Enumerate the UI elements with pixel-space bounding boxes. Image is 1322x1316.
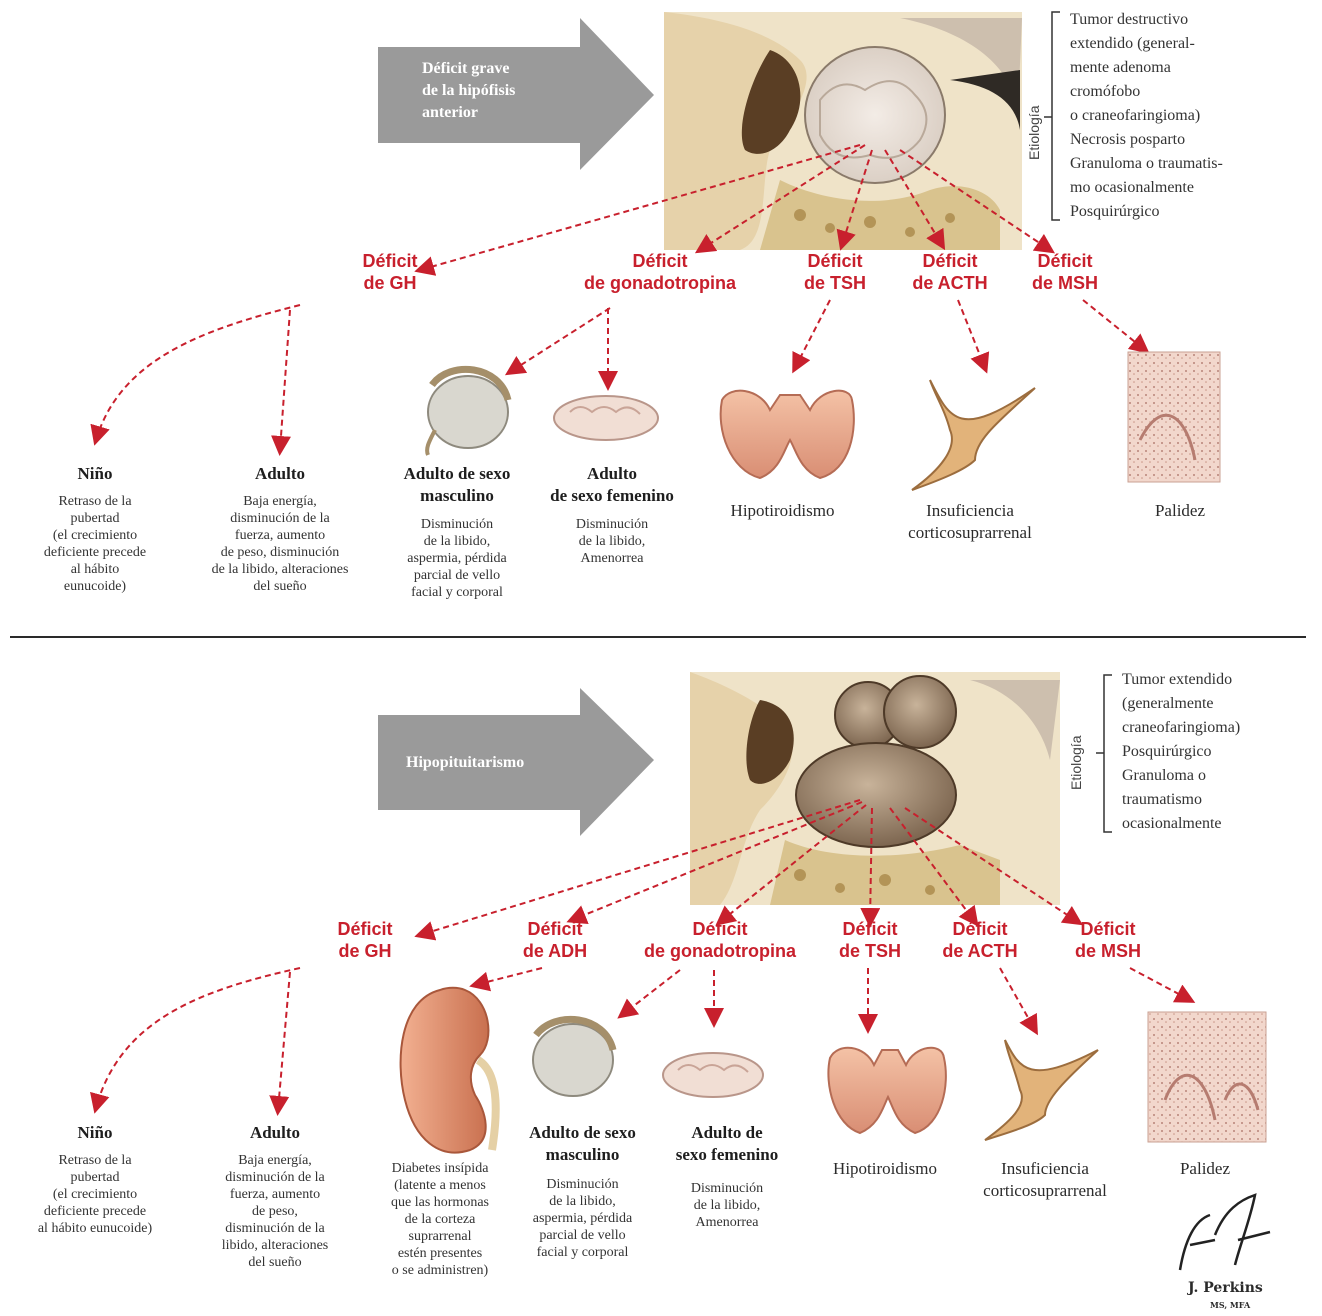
bottom-skin-illustration bbox=[1148, 1012, 1266, 1142]
top-deficit-msh: Déficit de MSH bbox=[1020, 250, 1110, 294]
bottom-female-title: Adulto de sexo femenino bbox=[652, 1122, 802, 1166]
bottom-deficit-msh: Déficit de MSH bbox=[1058, 918, 1158, 962]
bottom-deficit-tsh: Déficit de TSH bbox=[825, 918, 915, 962]
bottom-etiology-bracket bbox=[1096, 675, 1112, 832]
top-female-title: Adulto de sexo femenino bbox=[522, 463, 702, 507]
bottom-acth-result: Insuficiencia corticosuprarrenal bbox=[955, 1158, 1135, 1202]
top-ovary-illustration bbox=[554, 396, 658, 440]
top-etiology-item: Tumor destructivo extendido (general- me… bbox=[1070, 8, 1223, 128]
top-male-desc: Disminución de la libido, aspermia, pérd… bbox=[382, 516, 532, 601]
bottom-child-title: Niño bbox=[40, 1122, 150, 1144]
top-etiology-item: Granuloma o traumatis- mo ocasionalmente bbox=[1070, 152, 1223, 200]
top-deficit-tsh: Déficit de TSH bbox=[790, 250, 880, 294]
top-etiology-title: Etiología bbox=[1026, 106, 1042, 160]
top-acth-result: Insuficiencia corticosuprarrenal bbox=[880, 500, 1060, 544]
bottom-adult-title: Adulto bbox=[215, 1122, 335, 1144]
bottom-tsh-result: Hipotiroidismo bbox=[805, 1158, 965, 1180]
bottom-etiology-list: Tumor extendido (generalmente craneofari… bbox=[1122, 668, 1240, 836]
top-arrow-shape bbox=[378, 18, 654, 170]
bottom-testis-illustration bbox=[533, 1019, 613, 1096]
artist-signature: J. Perkins bbox=[1188, 1280, 1263, 1296]
top-pituitary-illustration bbox=[664, 12, 1022, 250]
bottom-etiology-item: Tumor extendido (generalmente craneofari… bbox=[1122, 668, 1240, 740]
bottom-deficit-acth: Déficit de ACTH bbox=[930, 918, 1030, 962]
top-skin-illustration bbox=[1128, 352, 1220, 482]
top-child-desc: Retraso de la pubertad (el crecimiento d… bbox=[5, 493, 185, 595]
bottom-male-title: Adulto de sexo masculino bbox=[505, 1122, 660, 1166]
top-etiology-item: Posquirúrgico bbox=[1070, 200, 1223, 224]
kidney-illustration bbox=[401, 988, 496, 1153]
bottom-msh-result: Palidez bbox=[1150, 1158, 1260, 1180]
section-divider bbox=[10, 636, 1306, 638]
top-deficit-acth: Déficit de ACTH bbox=[905, 250, 995, 294]
top-msh-result: Palidez bbox=[1125, 500, 1235, 522]
bottom-adult-desc: Baja energía, disminución de la fuerza, … bbox=[185, 1152, 365, 1271]
top-etiology-list: Tumor destructivo extendido (general- me… bbox=[1070, 8, 1223, 224]
bottom-adrenal-illustration bbox=[985, 1040, 1098, 1140]
top-deficit-gh: Déficit de GH bbox=[330, 250, 450, 294]
top-deficit-gonadotropin: Déficit de gonadotropina bbox=[560, 250, 760, 294]
artist-degree: MS, MFA bbox=[1210, 1300, 1250, 1310]
top-adrenal-illustration bbox=[912, 380, 1035, 490]
bottom-etiology-title: Etiología bbox=[1068, 736, 1084, 790]
bottom-deficit-adh: Déficit de ADH bbox=[505, 918, 605, 962]
bottom-arrow-label: Hipopituitarismo bbox=[406, 752, 524, 774]
top-child-title: Niño bbox=[40, 463, 150, 485]
bottom-etiology-item: Granuloma o traumatismo ocasionalmente bbox=[1122, 764, 1240, 836]
top-adult-title: Adulto bbox=[220, 463, 340, 485]
bottom-etiology-item: Posquirúrgico bbox=[1122, 740, 1240, 764]
top-adult-desc: Baja energía, disminución de la fuerza, … bbox=[175, 493, 385, 595]
top-etiology-bracket bbox=[1044, 12, 1060, 220]
bottom-thyroid-illustration bbox=[828, 1048, 945, 1133]
top-thyroid-illustration bbox=[721, 391, 854, 478]
bottom-ovary-illustration bbox=[663, 1053, 763, 1097]
bottom-female-desc: Disminución de la libido, Amenorrea bbox=[652, 1180, 802, 1231]
bottom-deficit-gh: Déficit de GH bbox=[305, 918, 425, 962]
netter-signature-mark bbox=[1180, 1195, 1270, 1270]
bottom-child-desc: Retraso de la pubertad (el crecimiento d… bbox=[2, 1152, 188, 1237]
top-male-title: Adulto de sexo masculino bbox=[382, 463, 532, 507]
top-tsh-result: Hipotiroidismo bbox=[700, 500, 865, 522]
bottom-pituitary-illustration bbox=[690, 672, 1060, 905]
bottom-adh-desc: Diabetes insípida (latente a menos que l… bbox=[360, 1160, 520, 1279]
top-testis-illustration bbox=[427, 369, 508, 455]
bottom-deficit-gonadotropin: Déficit de gonadotropina bbox=[625, 918, 815, 962]
top-female-desc: Disminución de la libido, Amenorrea bbox=[522, 516, 702, 567]
top-etiology-item: Necrosis posparto bbox=[1070, 128, 1223, 152]
bottom-male-desc: Disminución de la libido, aspermia, pérd… bbox=[505, 1176, 660, 1261]
top-arrow-label: Déficit grave de la hipófisis anterior bbox=[422, 58, 515, 124]
